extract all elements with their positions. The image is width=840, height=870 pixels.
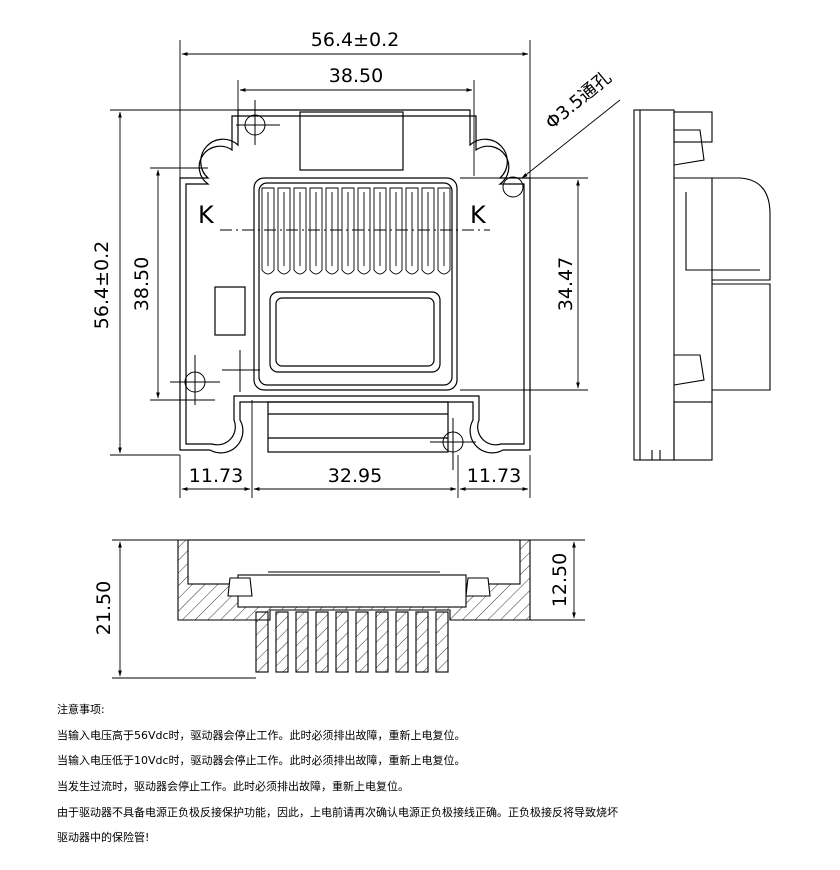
note-line-1: 当输入电压高于56Vdc时，驱动器会停止工作。此时必须排出故障，重新上电复位。 [57,728,466,742]
side-view [633,109,771,461]
fin-area [253,177,458,391]
front-view [177,539,531,673]
dim-fin-height: 34.47 [555,257,577,311]
dim-side-total: 21.50 [93,581,115,635]
dim-overall-width: 56.4±0.2 [311,29,399,51]
section-label-left: K [198,201,215,229]
dim-overall-height: 56.4±0.2 [91,241,113,329]
bottom-fins [255,611,449,673]
note-line-2: 当输入电压低于10Vdc时，驱动器会停止工作。此时必须排出故障，重新上电复位。 [57,754,466,768]
dim-side-partial: 12.50 [549,553,571,607]
technical-drawing: K K 56.4±0.2 38.50 Φ3.5通孔 56.4 [91,29,771,679]
top-view [170,100,531,470]
dim-hole-spec: Φ3.5通孔 [542,67,616,134]
bottom-connector [267,401,449,453]
side-tab [214,286,246,336]
fins [261,187,451,275]
notes-block: 注意事项: 当输入电压高于56Vdc时，驱动器会停止工作。此时必须排出故障，重新… [57,703,827,857]
dim-hole-pitch-left: 38.50 [131,257,153,311]
note-line-3: 当发生过流时，驱动器会停止工作。此时必须排出故障，重新上电复位。 [57,780,409,794]
top-connector [299,111,404,171]
dimension-lines [110,40,621,498]
note-line-4: 由于驱动器不具备电源正负极反接保护功能，因此，上电前请再次确认电源正负极接线正确… [57,805,618,819]
note-line-5: 驱动器中的保险管! [57,831,150,845]
notes-heading: 注意事项: [57,703,105,716]
section-label-right: K [470,201,487,229]
label-window [269,291,441,373]
dim-bottom-right: 11.73 [467,465,521,487]
dim-bottom-left: 11.73 [189,465,243,487]
dim-hole-pitch-top: 38.50 [329,65,383,87]
dim-bottom-mid: 32.95 [328,465,382,487]
mounting-holes [170,100,524,470]
